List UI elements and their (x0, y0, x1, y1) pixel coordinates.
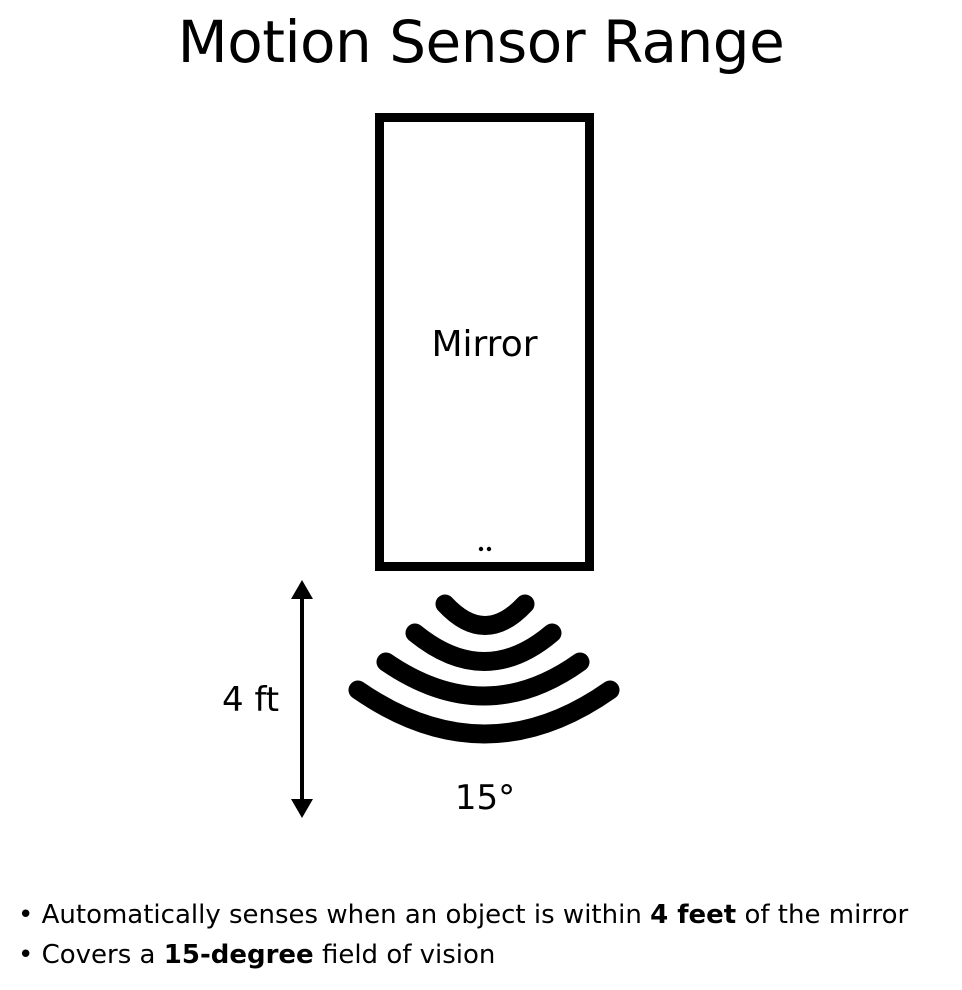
angle-label: 15° (454, 778, 516, 818)
sensor-dot-left (478, 546, 484, 552)
mirror-label: Mirror (431, 324, 538, 365)
feature-list: • Automatically senses when an object is… (18, 895, 908, 975)
feature-text: of the mirror (736, 900, 909, 930)
wave-arc-2 (405, 623, 562, 671)
feature-text: Automatically senses when an object is w… (41, 900, 651, 930)
bullet-marker: • (18, 900, 34, 930)
sensor-waves-icon (348, 594, 620, 744)
wave-arc-1 (435, 594, 535, 635)
distance-arrow (291, 580, 313, 818)
sensor-dot-right (486, 546, 492, 552)
mirror-outline (375, 113, 594, 571)
page-title: Motion Sensor Range (177, 8, 785, 76)
wave-arc-3 (376, 652, 590, 706)
arrow-head-down (291, 799, 313, 818)
feature-emphasis: 15-degree (163, 940, 314, 970)
feature-emphasis: 4 feet (650, 900, 737, 930)
feature-text: field of vision (313, 940, 496, 970)
wave-arc-4 (348, 680, 620, 744)
arrow-head-up (291, 580, 313, 599)
feature-item: • Automatically senses when an object is… (18, 895, 908, 935)
bullet-marker: • (18, 940, 34, 970)
distance-label: 4 ft (222, 680, 280, 720)
feature-item: • Covers a 15-degree field of vision (18, 935, 908, 975)
feature-text: Covers a (41, 940, 164, 970)
